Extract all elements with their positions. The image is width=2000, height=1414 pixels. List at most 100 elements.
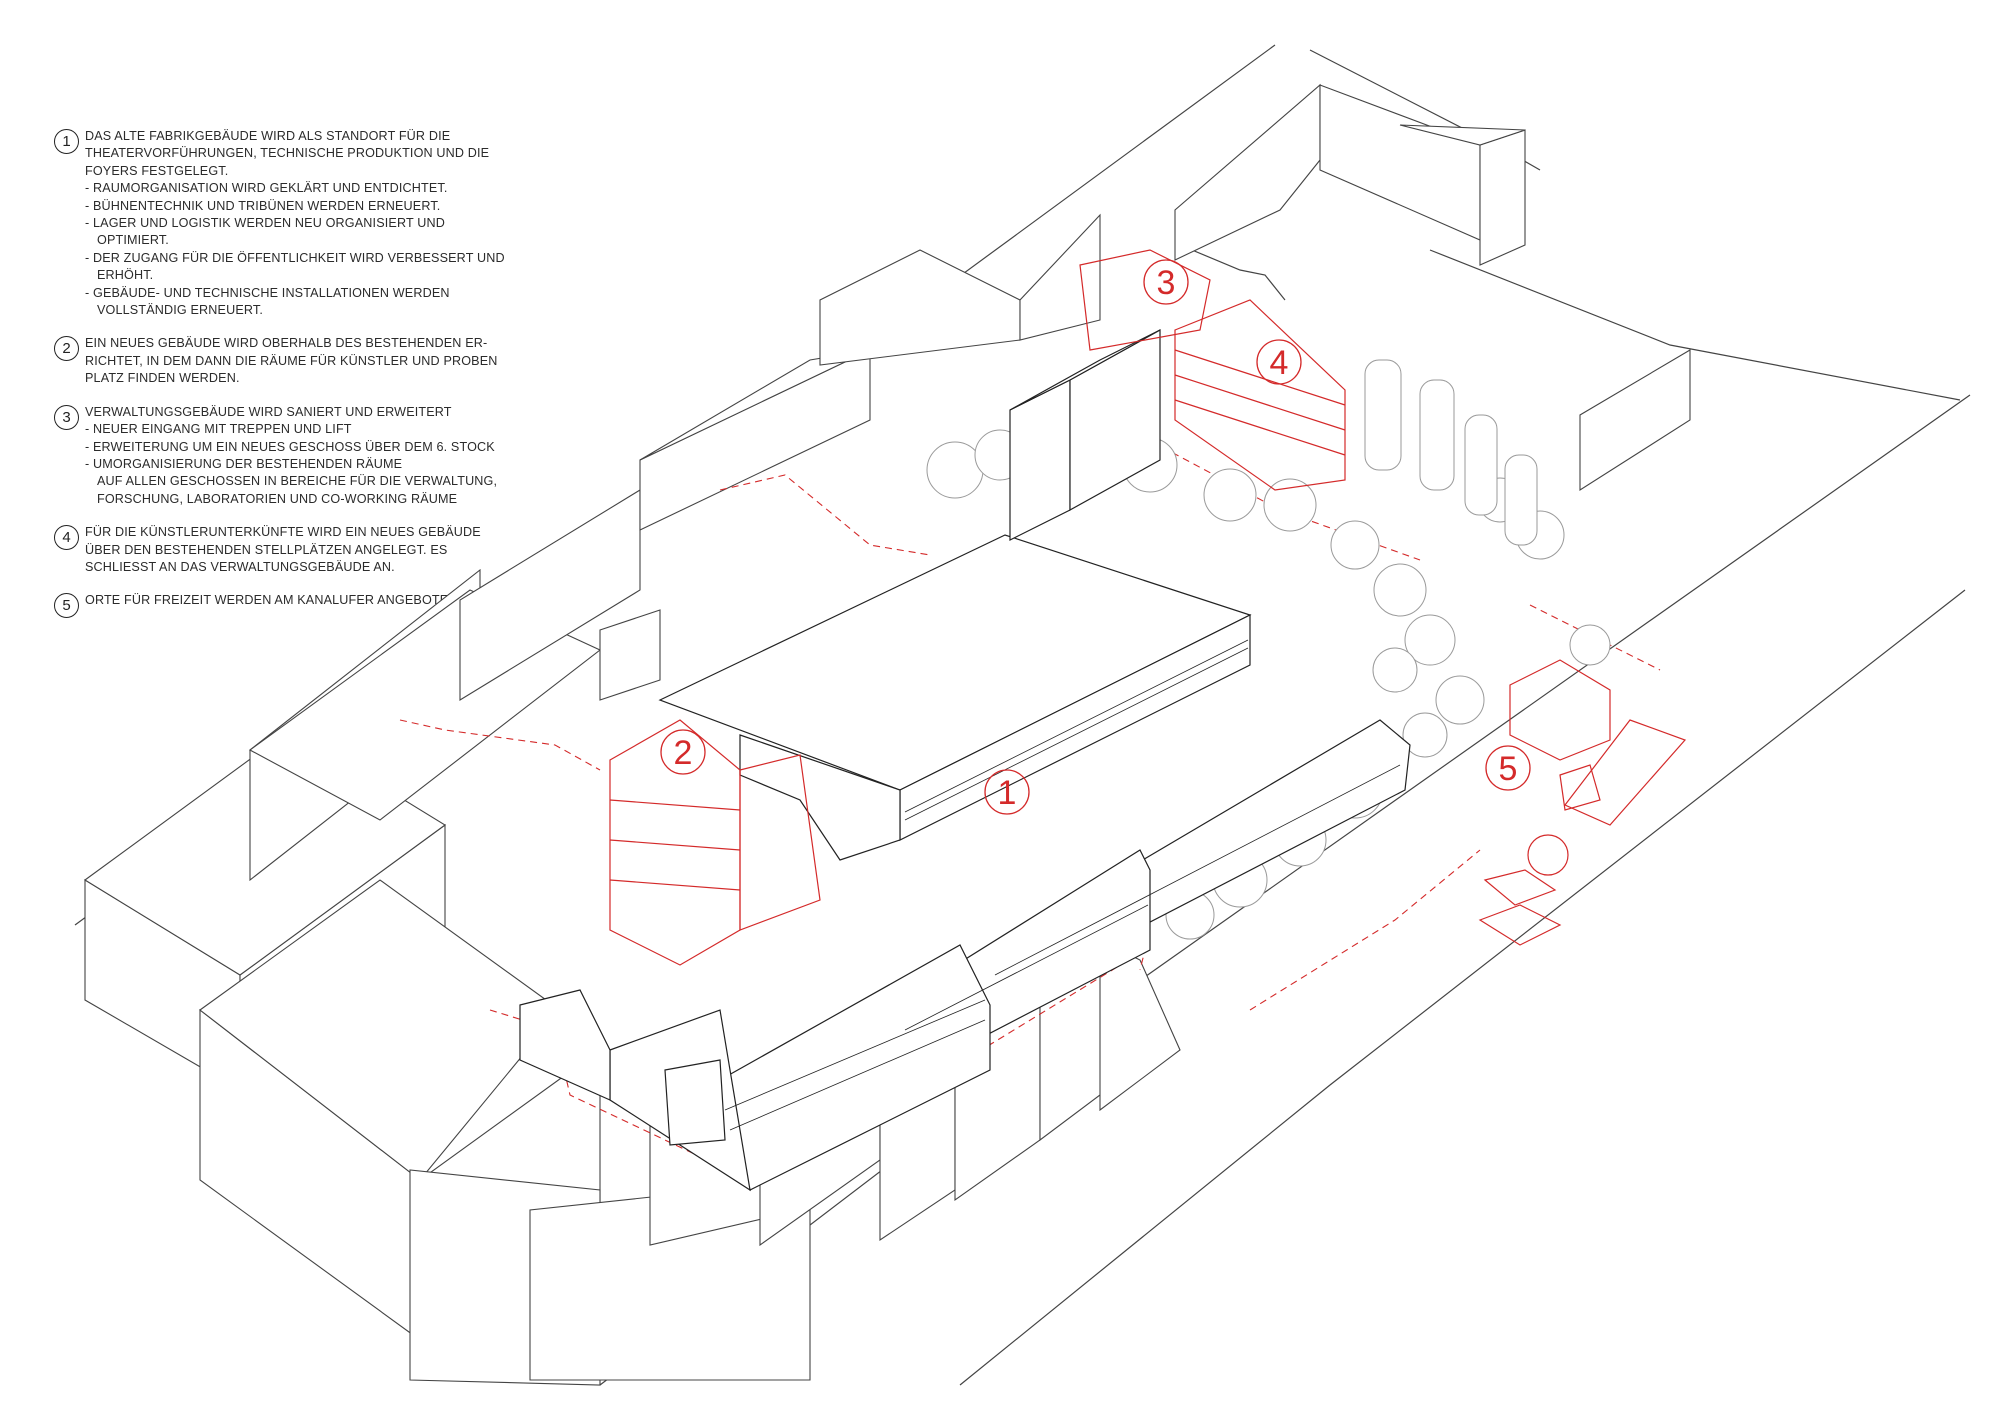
legend-entry-3: 3 VERWALTUNGSGEBÄUDE WIRD SANIERT UND ER… [52, 404, 572, 508]
marker-circle-2 [660, 729, 706, 775]
legend-text: ORTE FÜR FREIZEIT WERDEN AM KANALUFER AN… [85, 593, 462, 608]
context-building [1174, 83, 1321, 261]
factory-arch-entrance [664, 1059, 726, 1146]
tree-canopy [1203, 468, 1257, 522]
tree-canopy [1373, 563, 1427, 617]
legend-text: FORSCHUNG, LABORATORIEN UND CO-WORKING R… [97, 491, 458, 506]
window-band [994, 764, 1401, 976]
legend-text: - RAUMORGANISATION WIRD GEKLÄRT UND ENTD… [85, 181, 448, 196]
context-building [1579, 349, 1691, 492]
site-boundary-line [959, 589, 1966, 1386]
legend-entry-2: 2 EIN NEUES GEBÄUDE WIRD OBERHALB DES BE… [52, 335, 572, 387]
tree-column [1464, 414, 1498, 516]
plot-outline [1249, 849, 1481, 1011]
marker-circle-4 [1256, 339, 1302, 385]
tree-canopy [926, 441, 984, 499]
legend-text: - GEBÄUDE- UND TECHNISCHE INSTALLATIONEN… [85, 285, 450, 300]
legend-text: - NEUER EINGANG MIT TREPPEN UND LIFT [85, 422, 352, 437]
marker-label-3: 3 [1157, 264, 1176, 302]
legend-entry-4: 4 FÜR DIE KÜNSTLERUNTERKÜNFTE WIRD EIN N… [52, 524, 572, 576]
residence-floor-line [1174, 349, 1346, 406]
artist-residence-4 [1174, 299, 1346, 491]
legend-number-5: 5 [54, 593, 79, 619]
legend-text: - BÜHNENTECHNIK UND TRIBÜNEN WERDEN ERNE… [85, 198, 441, 213]
tree-canopy [1330, 520, 1380, 570]
legend-text: OPTIMIERT. [97, 233, 169, 248]
tree-canopy [1372, 647, 1418, 693]
legend-text: - LAGER UND LOGISTIK WERDEN NEU ORGANISI… [85, 216, 445, 231]
legend-text: AUF ALLEN GESCHOSSEN IN BEREICHE FÜR DIE… [97, 474, 498, 489]
window-band [904, 647, 1249, 821]
tree-canopy [1569, 624, 1611, 666]
admin-extension-3 [1079, 249, 1211, 351]
parasol [1527, 834, 1569, 876]
tower-floor-line [609, 839, 741, 851]
leisure-deck-5 [1564, 719, 1687, 826]
legend-number-4: 4 [54, 525, 79, 551]
marker-label-2: 2 [674, 734, 693, 772]
tree-canopy [1435, 675, 1485, 725]
tree-canopy [1404, 614, 1456, 666]
legend-number-1: 1 [54, 129, 79, 154]
residence-floor-line [1174, 374, 1346, 431]
marker-label-4: 4 [1270, 344, 1289, 382]
legend-text: EIN NEUES GEBÄUDE WIRD OBERHALB DES BEST… [85, 336, 488, 351]
legend-text: - UMORGANISIERUNG DER BESTEHENDEN RÄUME [85, 456, 403, 471]
legend-entry-1: 1 DAS ALTE FABRIKGEBÄUDE WIRD ALS STANDO… [52, 128, 572, 319]
site-boundary-line [1179, 244, 1286, 301]
context-building [819, 249, 1021, 366]
legend-text: VOLLSTÄNDIG ERNEUERT. [97, 303, 263, 318]
tree-column [1504, 454, 1538, 546]
window-band [724, 999, 986, 1111]
tree-canopy [1402, 712, 1448, 758]
context-building [459, 489, 641, 701]
legend-text: - ERWEITERUNG UM EIN NEUES GESCHOSS ÜBER… [85, 439, 495, 454]
context-building [1479, 129, 1526, 266]
new-construction [609, 249, 1687, 966]
window-band [904, 904, 1149, 1031]
context-building [1399, 124, 1526, 146]
parasol [1478, 904, 1562, 946]
factory-end-block [519, 989, 611, 1101]
leisure-pavilions-5 [1509, 659, 1611, 761]
trees [926, 359, 1611, 940]
window-band [729, 1019, 986, 1131]
legend-text: THEATERVORFÜHRUNGEN, TECHNISCHE PRODUKTI… [85, 146, 490, 161]
legend-text: FOYERS FESTGELEGT. [85, 163, 229, 178]
marker-label-1: 1 [998, 774, 1017, 812]
tree-canopy [1263, 478, 1317, 532]
legend-text: VERWALTUNGSGEBÄUDE WIRD SANIERT UND ERWE… [85, 404, 452, 419]
tree-column [1364, 359, 1402, 471]
parasol [1483, 869, 1557, 906]
tower-floor-line [609, 879, 741, 891]
residence-floor-line [1174, 399, 1346, 456]
tree-column [1419, 379, 1455, 491]
factory-window-bands [724, 639, 1401, 1131]
plot-outline [719, 474, 931, 556]
new-rehearsal-tower-2 [739, 754, 821, 931]
site-boundary-line [1429, 249, 1961, 401]
marker-circle-3 [1143, 259, 1189, 305]
legend-text: ÜBER DEN BESTEHENDEN STELLPLÄTZEN ANGELE… [85, 542, 448, 557]
legend-text: SCHLIESST AN DAS VERWALTUNGSGEBÄUDE AN. [85, 559, 395, 574]
marker-circle-1 [984, 769, 1030, 815]
marker-label-5: 5 [1499, 750, 1518, 788]
factory-building [519, 534, 1411, 1192]
legend-text: RICHTET, IN DEM DANN DIE RÄUME FÜR KÜNST… [85, 353, 498, 368]
legend: 1 DAS ALTE FABRIKGEBÄUDE WIRD ALS STANDO… [52, 128, 572, 626]
legend-entry-5: 5 ORTE FÜR FREIZEIT WERDEN AM KANALUFER … [52, 592, 572, 619]
context-building [599, 609, 661, 701]
marker-circle-5 [1485, 745, 1531, 791]
context-building [1019, 213, 1101, 341]
context-building [1319, 84, 1481, 241]
leisure-kiosk-5 [1559, 764, 1601, 811]
legend-text: FÜR DIE KÜNSTLERUNTERKÜNFTE WIRD EIN NEU… [85, 525, 481, 540]
legend-text: PLATZ FINDEN WERDEN. [85, 371, 240, 386]
legend-text: DAS ALTE FABRIKGEBÄUDE WIRD ALS STANDORT… [85, 129, 451, 143]
legend-number-2: 2 [54, 336, 79, 362]
plot-outline [399, 719, 601, 771]
admin-building-roof [1009, 329, 1161, 411]
administration-building [1009, 328, 1161, 541]
legend-text: - DER ZUGANG FÜR DIE ÖFFENTLICHKEIT WIRD… [85, 250, 505, 265]
